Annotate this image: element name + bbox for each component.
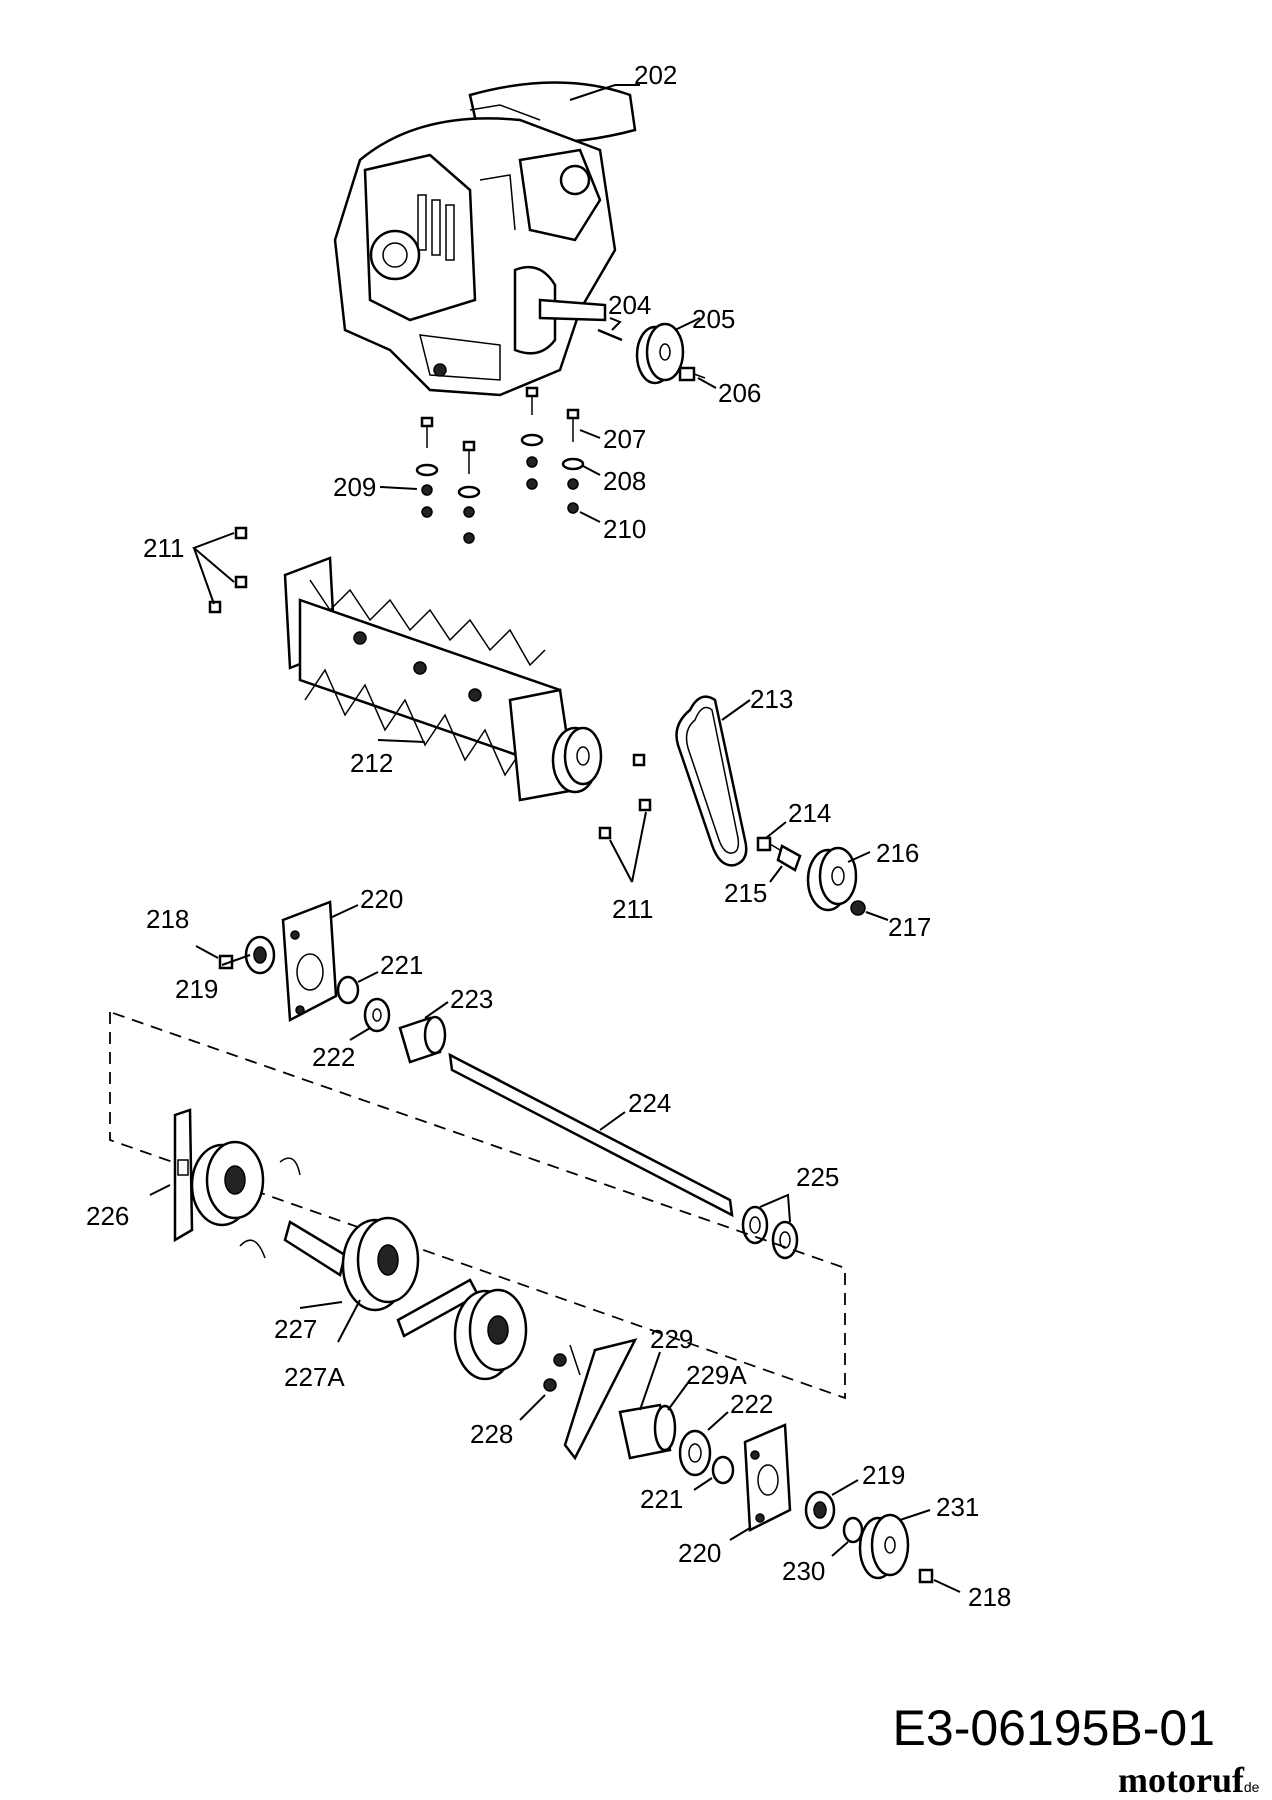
bolt-218-right <box>918 1568 934 1584</box>
diagram-code: E3-06195B-01 <box>893 1700 1215 1756</box>
label-227A: 227A <box>284 1362 345 1392</box>
label-230: 230 <box>782 1556 825 1586</box>
spacer-222-left <box>363 997 391 1033</box>
label-229A: 229A <box>686 1360 747 1390</box>
label-210: 210 <box>603 514 646 544</box>
spacer-230 <box>842 1516 864 1544</box>
label-206: 206 <box>718 378 761 408</box>
label-208: 208 <box>603 466 646 496</box>
label-218-left: 218 <box>146 904 189 934</box>
label-229: 229 <box>650 1324 693 1354</box>
label-221-left: 221 <box>380 950 423 980</box>
bearing-219-left <box>244 935 276 975</box>
label-220-right: 220 <box>678 1538 721 1568</box>
washer-221-left <box>336 975 360 1005</box>
pulley-216 <box>806 846 858 912</box>
washer-221-right <box>711 1455 735 1485</box>
spacer-222-right <box>678 1429 712 1477</box>
label-207: 207 <box>603 424 646 454</box>
label-219-left: 219 <box>175 974 218 1004</box>
washers-225 <box>741 1205 799 1260</box>
label-218-right: 218 <box>968 1582 1011 1612</box>
plate-220-right <box>743 1423 792 1532</box>
label-222-right: 222 <box>730 1389 773 1419</box>
blade-right <box>563 1338 638 1461</box>
label-231: 231 <box>936 1492 979 1522</box>
label-202: 202 <box>634 60 677 90</box>
bushing-229 <box>618 1403 677 1460</box>
label-205: 205 <box>692 304 735 334</box>
hub-228 <box>453 1288 581 1392</box>
label-223: 223 <box>450 984 493 1014</box>
belt-213 <box>675 695 748 867</box>
bolts-211-top <box>208 526 248 614</box>
tensioner-214-215 <box>756 836 802 872</box>
label-222-left: 222 <box>312 1042 355 1072</box>
label-217: 217 <box>888 912 931 942</box>
key-204 <box>597 328 623 342</box>
plate-220-left <box>281 900 338 1022</box>
label-209: 209 <box>333 472 376 502</box>
hub-227A <box>341 1216 420 1312</box>
label-225: 225 <box>796 1162 839 1192</box>
bushing-223 <box>398 1015 447 1064</box>
label-221-right: 221 <box>640 1484 683 1514</box>
label-215: 215 <box>724 878 767 908</box>
shaft-224 <box>448 1052 734 1218</box>
engine-part <box>333 81 637 397</box>
label-228: 228 <box>470 1419 513 1449</box>
roller-212 <box>283 556 603 802</box>
label-212: 212 <box>350 748 393 778</box>
pulley-231 <box>858 1513 910 1580</box>
assembly-outline <box>109 1011 846 1400</box>
label-226: 226 <box>86 1201 129 1231</box>
label-219-right: 219 <box>862 1460 905 1490</box>
bolt-set <box>415 386 585 544</box>
brand-name: motoruf <box>1118 1760 1245 1800</box>
blade-226 <box>173 1108 194 1243</box>
pulley-205 <box>635 322 685 385</box>
bearing-219-right <box>804 1490 836 1530</box>
label-211-mid: 211 <box>612 894 653 924</box>
blade-227 <box>283 1220 347 1277</box>
label-227: 227 <box>274 1314 317 1344</box>
hub-left <box>190 1140 301 1259</box>
label-220-left: 220 <box>360 884 403 914</box>
label-224: 224 <box>628 1088 671 1118</box>
bolt-206 <box>678 366 706 382</box>
label-211-top: 211 <box>143 533 184 563</box>
label-216: 216 <box>876 838 919 868</box>
bolts-211-mid <box>598 753 652 840</box>
nut-217 <box>850 900 866 916</box>
label-204: 204 <box>608 290 651 320</box>
motoruf-logo: motoruf .de <box>1118 1760 1260 1800</box>
label-213: 213 <box>750 684 793 714</box>
brand-suffix: .de <box>1240 1779 1260 1795</box>
label-214: 214 <box>788 798 831 828</box>
